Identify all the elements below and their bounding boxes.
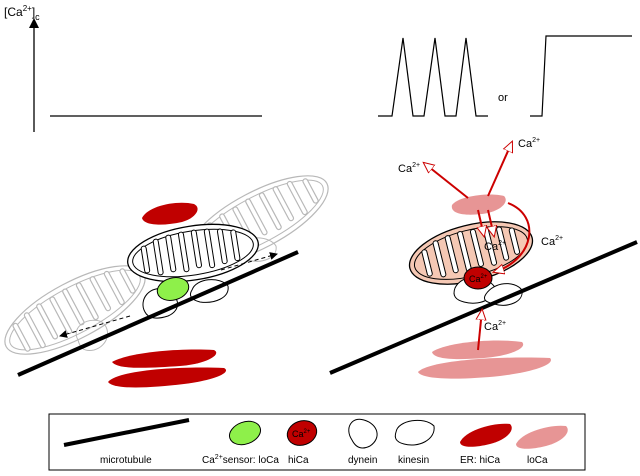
legend-hica-icon-text: Ca2+ bbox=[292, 429, 311, 439]
legend-hica-icon bbox=[286, 420, 318, 446]
er-bottom-left-2 bbox=[108, 367, 227, 388]
ca-label-top-right: Ca2+ bbox=[518, 137, 540, 150]
legend-er-loca-label: loCa bbox=[527, 455, 548, 466]
arrow-anterograde bbox=[220, 252, 278, 271]
kinesin-right-2 bbox=[483, 283, 523, 306]
microtubule-left bbox=[17, 250, 299, 377]
or-label: or bbox=[498, 92, 508, 104]
legend-dynein-icon bbox=[348, 418, 378, 449]
legend: microtubule Ca2+sensor: loCa Ca2+ hiCa d… bbox=[48, 413, 586, 471]
right-scene: Ca2+ Ca2+ Ca2+ Ca2+ Ca2+ Ca2+ bbox=[329, 137, 638, 379]
dynein-right-hica bbox=[463, 266, 493, 290]
legend-er-hica-label: ER: hiCa bbox=[460, 455, 500, 466]
ca-flux-from-er bbox=[478, 310, 482, 351]
legend-microtubule-icon bbox=[63, 418, 190, 447]
legend-dynein-label: dynein bbox=[348, 455, 377, 466]
legend-sensor-icon bbox=[229, 420, 261, 446]
dynein-ca-label: Ca2+ bbox=[469, 274, 488, 284]
step-trace bbox=[530, 35, 632, 117]
microtubule-right bbox=[329, 240, 638, 375]
calcium-axis bbox=[29, 18, 39, 132]
ca-label-mito: Ca2+ bbox=[484, 240, 506, 253]
axis-label: [Ca2+]c bbox=[4, 4, 40, 22]
ca-flux-out-right bbox=[487, 142, 512, 197]
legend-sensor-label: Ca2+sensor: loCa bbox=[202, 454, 279, 466]
mitochondrion-left bbox=[127, 223, 259, 283]
ca-flux-to-sensor bbox=[494, 202, 531, 272]
ca-label-bottom: Ca2+ bbox=[484, 320, 506, 333]
calcium-sensor bbox=[156, 277, 190, 301]
ca-label-top-left: Ca2+ bbox=[398, 162, 420, 175]
er-top-right bbox=[451, 194, 506, 215]
arrow-retrograde bbox=[59, 315, 131, 338]
legend-er-hica-icon bbox=[460, 423, 512, 447]
legend-microtubule-label: microtubule bbox=[100, 455, 152, 466]
er-bottom-right-2 bbox=[418, 357, 551, 379]
er-top-left bbox=[142, 202, 198, 225]
er-bottom-left-1 bbox=[112, 349, 217, 368]
ghost-mitochondrion-left bbox=[4, 265, 146, 355]
legend-kinesin-label: kinesin bbox=[398, 455, 429, 466]
spike-trace bbox=[378, 37, 488, 117]
legend-er-loca-icon bbox=[516, 425, 568, 449]
ca-label-right: Ca2+ bbox=[541, 235, 563, 248]
ca-flux-into-mito-1 bbox=[478, 209, 484, 236]
left-scene bbox=[4, 175, 329, 388]
ca-flux-out-left bbox=[424, 163, 469, 199]
ca-flux-into-mito-2 bbox=[488, 209, 494, 236]
legend-kinesin-icon bbox=[394, 419, 435, 446]
legend-hica-label: hiCa bbox=[288, 455, 309, 466]
